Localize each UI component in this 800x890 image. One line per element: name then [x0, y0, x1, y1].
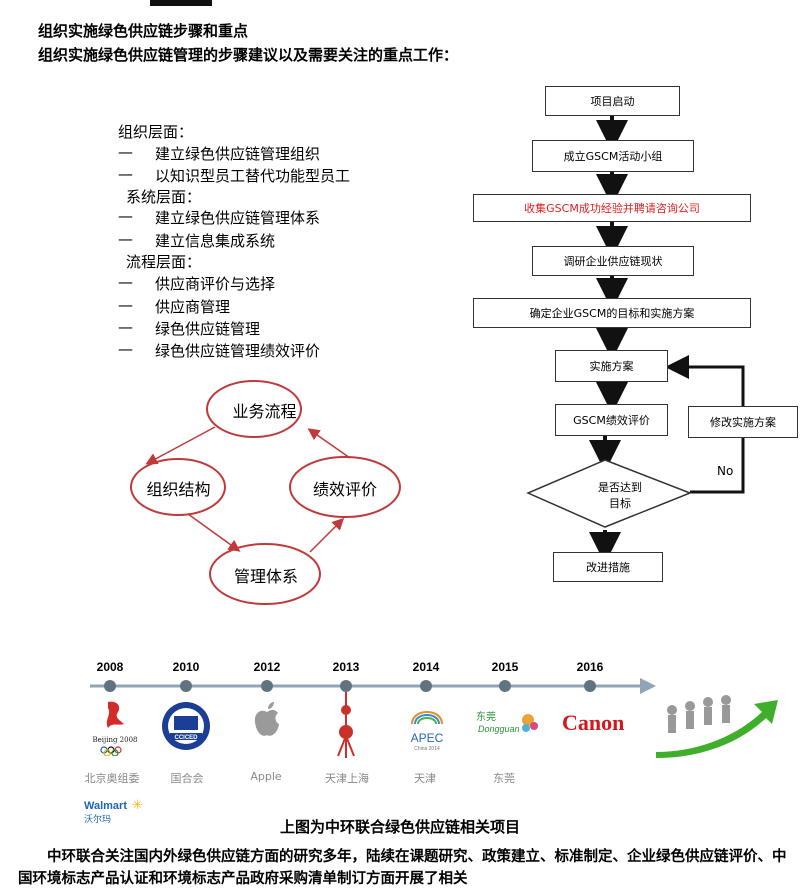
walmart-logo: Walmart 沃尔玛	[84, 800, 127, 825]
timeline-partner-name: 东莞	[493, 772, 515, 785]
svg-text:CCICED: CCICED	[174, 735, 198, 741]
list-item: 建立绿色供应链管理体系	[155, 209, 321, 227]
flow-step-modify: 修改实施方案	[688, 406, 798, 438]
list-item: 供应商评价与选择	[155, 275, 276, 293]
timeline-partner-name: 北京奥组委	[84, 772, 140, 785]
flow-step-team: 成立GSCM活动小组	[532, 140, 694, 172]
cycle-label-top: 业务流程	[232, 402, 297, 421]
walmart-logo-cn: 沃尔玛	[84, 815, 112, 825]
decision-diamond	[526, 459, 693, 528]
cciced-logo: CCICED	[162, 702, 210, 750]
cycle-node-right	[289, 456, 401, 518]
timeline-year: 2015	[491, 660, 519, 674]
timeline-caption: 上图为中环联合绿色供应链相关项目	[279, 818, 520, 836]
cycle-node-left	[130, 458, 226, 516]
timeline-year: 2012	[253, 660, 281, 674]
flow-step-improve: 改进措施	[553, 552, 663, 582]
timeline-year: 2010	[172, 660, 200, 674]
flow-step-research: 调研企业供应链现状	[532, 246, 694, 276]
timeline-dot	[499, 680, 511, 692]
cycle-arrow	[187, 513, 241, 552]
decision-label: 是否达到 目标	[565, 480, 675, 512]
svg-text:APEC: APEC	[411, 731, 444, 745]
flow-step-start: 项目启动	[545, 86, 680, 116]
top-decoration-bar	[150, 0, 212, 6]
dash-marker: —	[118, 207, 133, 225]
flowchart-connectors	[526, 116, 745, 564]
list-item: 建立信息集成系统	[155, 232, 276, 250]
timeline-year: 2008	[96, 660, 124, 674]
timeline-dot	[340, 680, 352, 692]
cycle-arrow	[309, 517, 345, 553]
canon-logo: Canon	[562, 710, 625, 735]
timeline-partner-name: Apple	[250, 770, 282, 783]
svg-text:Dongguan: Dongguan	[478, 724, 520, 734]
timeline-dot	[180, 680, 192, 692]
list-item: 绿色供应链管理绩效评价	[155, 342, 321, 360]
timeline-dot	[420, 680, 432, 692]
svg-text:Beijing 2008: Beijing 2008	[93, 736, 138, 744]
cycle-label-right: 绩效评价	[312, 480, 377, 499]
level-heading-system: 系统层面：	[126, 188, 202, 206]
dash-marker: —	[118, 165, 133, 183]
svg-text:China 2014: China 2014	[414, 746, 440, 752]
dash-marker: —	[118, 318, 133, 336]
cycle-label-bottom: 管理体系	[233, 567, 298, 586]
apec-logo: APEC China 2014	[411, 711, 444, 752]
list-item: 供应商管理	[155, 298, 231, 316]
list-item: 建立绿色供应链管理组织	[155, 145, 321, 163]
flow-step-implement: 实施方案	[555, 350, 668, 382]
cycle-arrow	[307, 428, 351, 459]
timeline-dot	[104, 680, 116, 692]
list-item: 以知识型员工替代功能型员工	[155, 167, 351, 185]
timeline-axis	[90, 678, 656, 694]
body-paragraph: 中环联合关注国内外绿色供应链方面的研究多年，陆续在课题研究、政策建立、标准制定、…	[18, 849, 787, 887]
dash-marker: —	[118, 230, 133, 248]
timeline-year: 2013	[332, 660, 360, 674]
decision-label-line2: 目标	[609, 497, 631, 510]
green-arrow-graphic	[656, 695, 778, 758]
level-heading-process: 流程层面：	[126, 253, 202, 271]
dash-marker: —	[118, 296, 133, 314]
apple-logo	[254, 702, 279, 736]
flow-step-plan: 确定企业GSCM的目标和实施方案	[473, 298, 751, 328]
timeline-dot	[261, 680, 273, 692]
svg-text:东莞: 东莞	[476, 710, 496, 723]
cycle-node-bottom	[209, 543, 321, 605]
no-label: No	[717, 464, 734, 478]
timeline-partner-name: 天津上海	[325, 772, 369, 785]
dash-marker: —	[118, 143, 133, 161]
dash-marker: —	[118, 273, 133, 291]
timeline-year: 2014	[412, 660, 440, 674]
timeline-dot	[584, 680, 596, 692]
flow-step-consult: 收集GSCM成功经验并聘请咨询公司	[473, 194, 751, 222]
level-heading-organization: 组织层面：	[118, 123, 194, 141]
cycle-node-top	[206, 380, 302, 438]
dongguan-logo: 东莞 Dongguan	[476, 710, 538, 734]
timeline-partner-name: 国合会	[170, 772, 204, 785]
cycle-diagram	[130, 380, 401, 605]
beijing-olympics-logo: Beijing 2008	[93, 701, 138, 756]
timeline-partner-name: 天津	[414, 772, 436, 785]
walmart-spark-icon: ✳	[132, 798, 143, 813]
tower-logo	[337, 692, 355, 758]
decision-label-line1: 是否达到	[598, 481, 642, 494]
cycle-arrow	[145, 426, 216, 465]
cycle-label-left: 组织结构	[146, 480, 211, 499]
list-item: 绿色供应链管理	[155, 320, 261, 338]
timeline-year: 2016	[576, 660, 604, 674]
walmart-logo-text: Walmart	[84, 800, 127, 812]
flow-step-evaluate: GSCM绩效评价	[555, 404, 668, 436]
section-subtitle: 组织实施绿色供应链管理的步骤建议以及需要关注的重点工作：	[38, 46, 459, 64]
dash-marker: —	[118, 340, 133, 358]
section-title: 组织实施绿色供应链步骤和重点	[38, 22, 249, 40]
